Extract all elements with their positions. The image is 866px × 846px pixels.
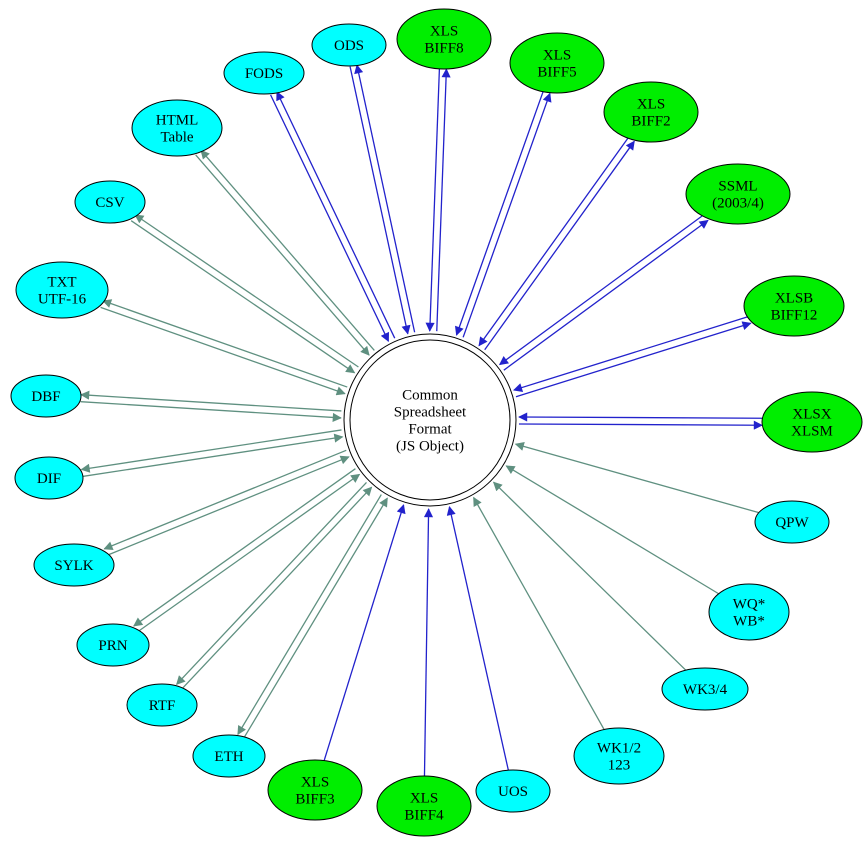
- node-label: WB*: [733, 614, 765, 630]
- node-label: SSML: [718, 179, 757, 195]
- edge-html-table: [195, 149, 375, 356]
- hub-label-line: Format: [408, 422, 452, 438]
- edge-dif: [80, 429, 344, 478]
- node-uos: UOS: [475, 769, 551, 813]
- edges: [80, 64, 763, 777]
- node-dif: DIF: [14, 456, 84, 500]
- node-eth: ETH: [192, 734, 266, 778]
- node-label: BIFF8: [424, 41, 463, 57]
- edge-dbf: [80, 390, 342, 422]
- node-label: CSV: [95, 195, 124, 211]
- node-prn: PRN: [76, 623, 150, 667]
- edge-wk34: [492, 481, 687, 671]
- edge-xls-biff2: [478, 136, 635, 351]
- node-label: WK3/4: [683, 682, 728, 698]
- edge-xlsx: [518, 412, 763, 430]
- node-label: TXT: [47, 275, 76, 291]
- node-dbf: DBF: [10, 374, 82, 418]
- edge-fods: [269, 91, 396, 343]
- node-label: FODS: [245, 66, 283, 82]
- node-label: XLS: [637, 97, 665, 113]
- node-label: QPW: [775, 515, 809, 531]
- hub-label-line: Spreadsheet: [394, 405, 467, 421]
- edge-sylk: [103, 449, 350, 556]
- edge-qpw: [514, 441, 760, 514]
- node-label: UOS: [498, 784, 528, 800]
- node-csv: CSV: [74, 180, 146, 224]
- edge-xlsb: [513, 315, 752, 398]
- node-wq-wb: WQ*WB*: [708, 583, 790, 641]
- node-label: XLS: [430, 24, 458, 40]
- node-label: 123: [608, 758, 631, 774]
- node-qpw: QPW: [754, 500, 830, 544]
- edge-wk12-123: [473, 496, 605, 730]
- edge-prn: [133, 468, 361, 633]
- node-label: ETH: [214, 749, 243, 765]
- node-sylk: SYLK: [33, 543, 115, 587]
- node-label: XLSB: [775, 291, 813, 307]
- node-fods: FODS: [223, 51, 305, 95]
- edge-uos: [446, 505, 509, 771]
- node-label: BIFF5: [537, 65, 576, 81]
- node-rtf: RTF: [126, 683, 198, 727]
- hub-label-line: Common: [402, 388, 458, 404]
- node-label: ODS: [334, 38, 364, 54]
- edge-xls-biff4: [423, 508, 434, 777]
- node-wk34: WK3/4: [661, 667, 749, 711]
- hub-label-line: (JS Object): [396, 439, 464, 455]
- node-label: BIFF3: [295, 792, 334, 808]
- node-label: XLSX: [792, 407, 831, 423]
- edge-rtf: [176, 481, 373, 690]
- node-label: WK1/2: [597, 741, 641, 757]
- edge-ssml: [498, 214, 709, 371]
- node-label: BIFF12: [771, 308, 818, 324]
- node-label: DIF: [37, 471, 61, 487]
- node-label: BIFF2: [631, 114, 670, 130]
- edge-csv: [130, 214, 359, 374]
- edge-wq-wb: [505, 465, 720, 595]
- node-label: BIFF4: [404, 808, 444, 824]
- node-label: XLS: [410, 791, 438, 807]
- edge-xls-biff8: [425, 68, 451, 332]
- node-label: PRN: [98, 638, 127, 654]
- edge-eth: [237, 494, 388, 739]
- node-label: XLS: [543, 48, 571, 64]
- edge-xls-biff3: [323, 504, 406, 761]
- node-label: SYLK: [54, 558, 93, 574]
- node-label: (2003/4): [712, 196, 764, 212]
- node-label: XLSM: [791, 424, 833, 440]
- node-label: HTML: [156, 113, 199, 129]
- node-label: WQ*: [733, 597, 766, 613]
- edge-txt-utf16: [100, 299, 348, 396]
- edge-ods: [349, 64, 416, 335]
- edge-xls-biff5: [454, 90, 552, 338]
- node-ods: ODS: [311, 23, 387, 67]
- node-label: RTF: [149, 698, 176, 714]
- node-ssml: SSML(2003/4): [685, 163, 791, 225]
- node-label: UTF-16: [38, 292, 87, 308]
- node-label: DBF: [31, 389, 60, 405]
- node-label: Table: [160, 130, 193, 146]
- node-label: XLS: [301, 775, 329, 791]
